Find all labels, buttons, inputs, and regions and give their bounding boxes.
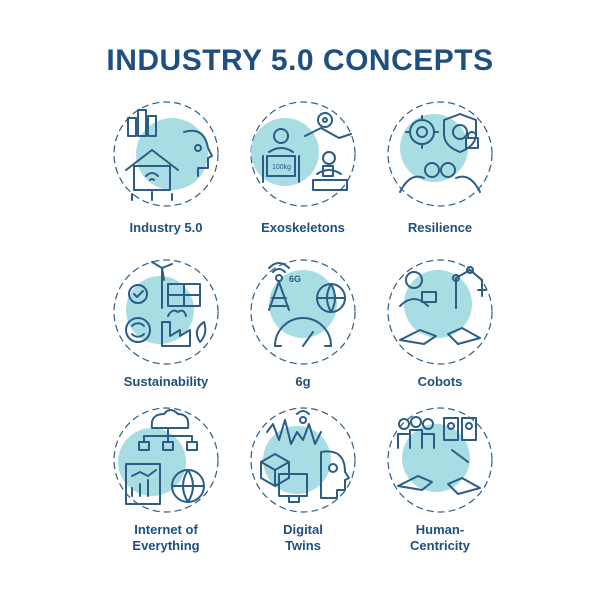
concept-label-multiline: Internet of Everything [88, 522, 244, 554]
concept-human-centricity: Human- Centricity [372, 402, 508, 553]
concept-sustainability: Sustainability [98, 254, 234, 404]
antenna-tower-globe-speed-icon: 6G [250, 259, 356, 365]
gear-shield-lock-hands-icon [387, 101, 493, 207]
concept-label-line: Digital [283, 522, 323, 537]
concept-label-line: Twins [285, 538, 321, 553]
concept-label-line: Internet of [134, 522, 198, 537]
concept-cobots: Cobots [372, 254, 508, 404]
concept-exoskeletons: 100kg Exoskeletons [235, 96, 371, 246]
page-title: INDUSTRY 5.0 CONCEPTS [106, 44, 494, 77]
exoskeleton-worker-robot-arm-icon: 100kg [250, 101, 356, 207]
cloud-network-chart-globe-icon [113, 407, 219, 513]
cube-wave-monitor-head-icon [250, 407, 356, 513]
worker-robot-arm-handshake-icon [387, 259, 493, 365]
team-id-card-hands-icon [387, 407, 493, 513]
concept-label-line: Human- [415, 522, 465, 537]
concept-digital-twins: Digital Twins [235, 402, 371, 553]
concept-industry-5: Industry 5.0 [98, 96, 234, 246]
smart-city-house-ai-head-icon [113, 101, 219, 207]
concept-label-multiline: Digital Twins [225, 522, 381, 554]
svg-text:100kg: 100kg [272, 164, 291, 171]
concept-label-multiline: Human- Centricity [362, 522, 518, 554]
concept-label: 6g [295, 374, 311, 389]
concept-internet-of-everything: Internet of Everything [98, 402, 234, 553]
concepts-grid: Industry 5.0 100kg Exoskeletons [98, 96, 508, 566]
concept-label-line: Centricity [410, 538, 470, 553]
concept-resilience: Resilience [372, 96, 508, 246]
concept-label: Industry 5.0 [129, 220, 203, 235]
concept-label-line: Everything [132, 538, 200, 553]
wind-solar-recycle-factory-icon [113, 259, 219, 365]
concept-label: Cobots [417, 374, 463, 389]
concept-6g: 6G 6g [235, 254, 371, 404]
svg-text:6G: 6G [289, 274, 301, 284]
concept-label: Exoskeletons [261, 220, 345, 235]
concept-label: Resilience [407, 220, 473, 235]
concept-label: Sustainability [123, 374, 209, 389]
